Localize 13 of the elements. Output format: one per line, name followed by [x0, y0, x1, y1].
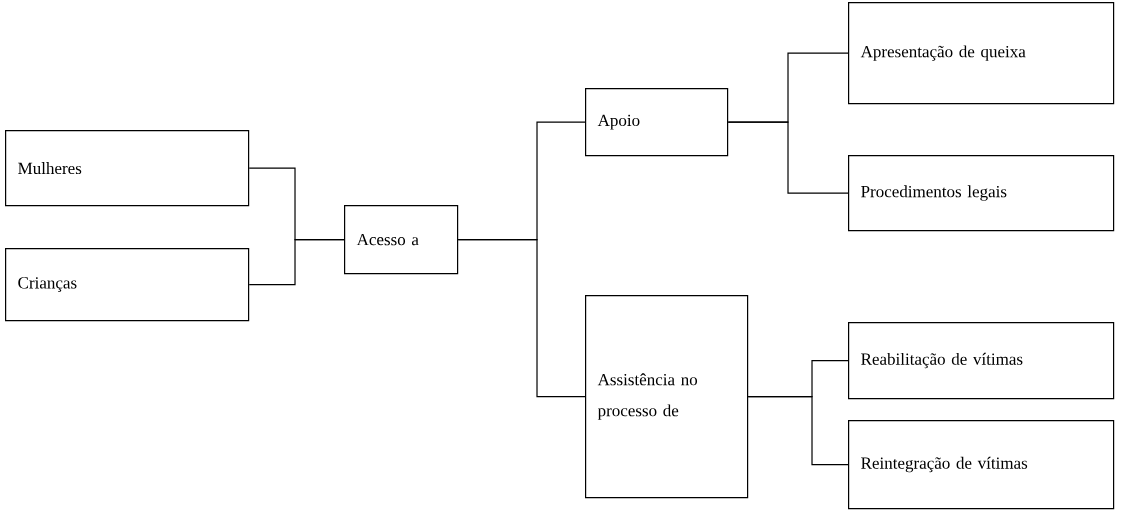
text-box: Acesso a: [344, 205, 459, 275]
connector-line: [747, 396, 849, 466]
text-box: Apoio: [585, 88, 729, 157]
text-box: Apresentação de queixa: [848, 2, 1115, 105]
connector-line: [727, 121, 849, 194]
text-box: Mulheres: [5, 130, 250, 207]
connector-line: [248, 239, 345, 286]
text-box: Assistência no processo de: [585, 295, 749, 499]
text-box: Reintegração de vítimas: [848, 420, 1115, 510]
connector-line: [457, 239, 586, 398]
text-box: Procedimentos legais: [848, 155, 1115, 232]
text-box: Reabilitação de vítimas: [848, 321, 1115, 400]
text-box: Crianças: [5, 248, 250, 322]
